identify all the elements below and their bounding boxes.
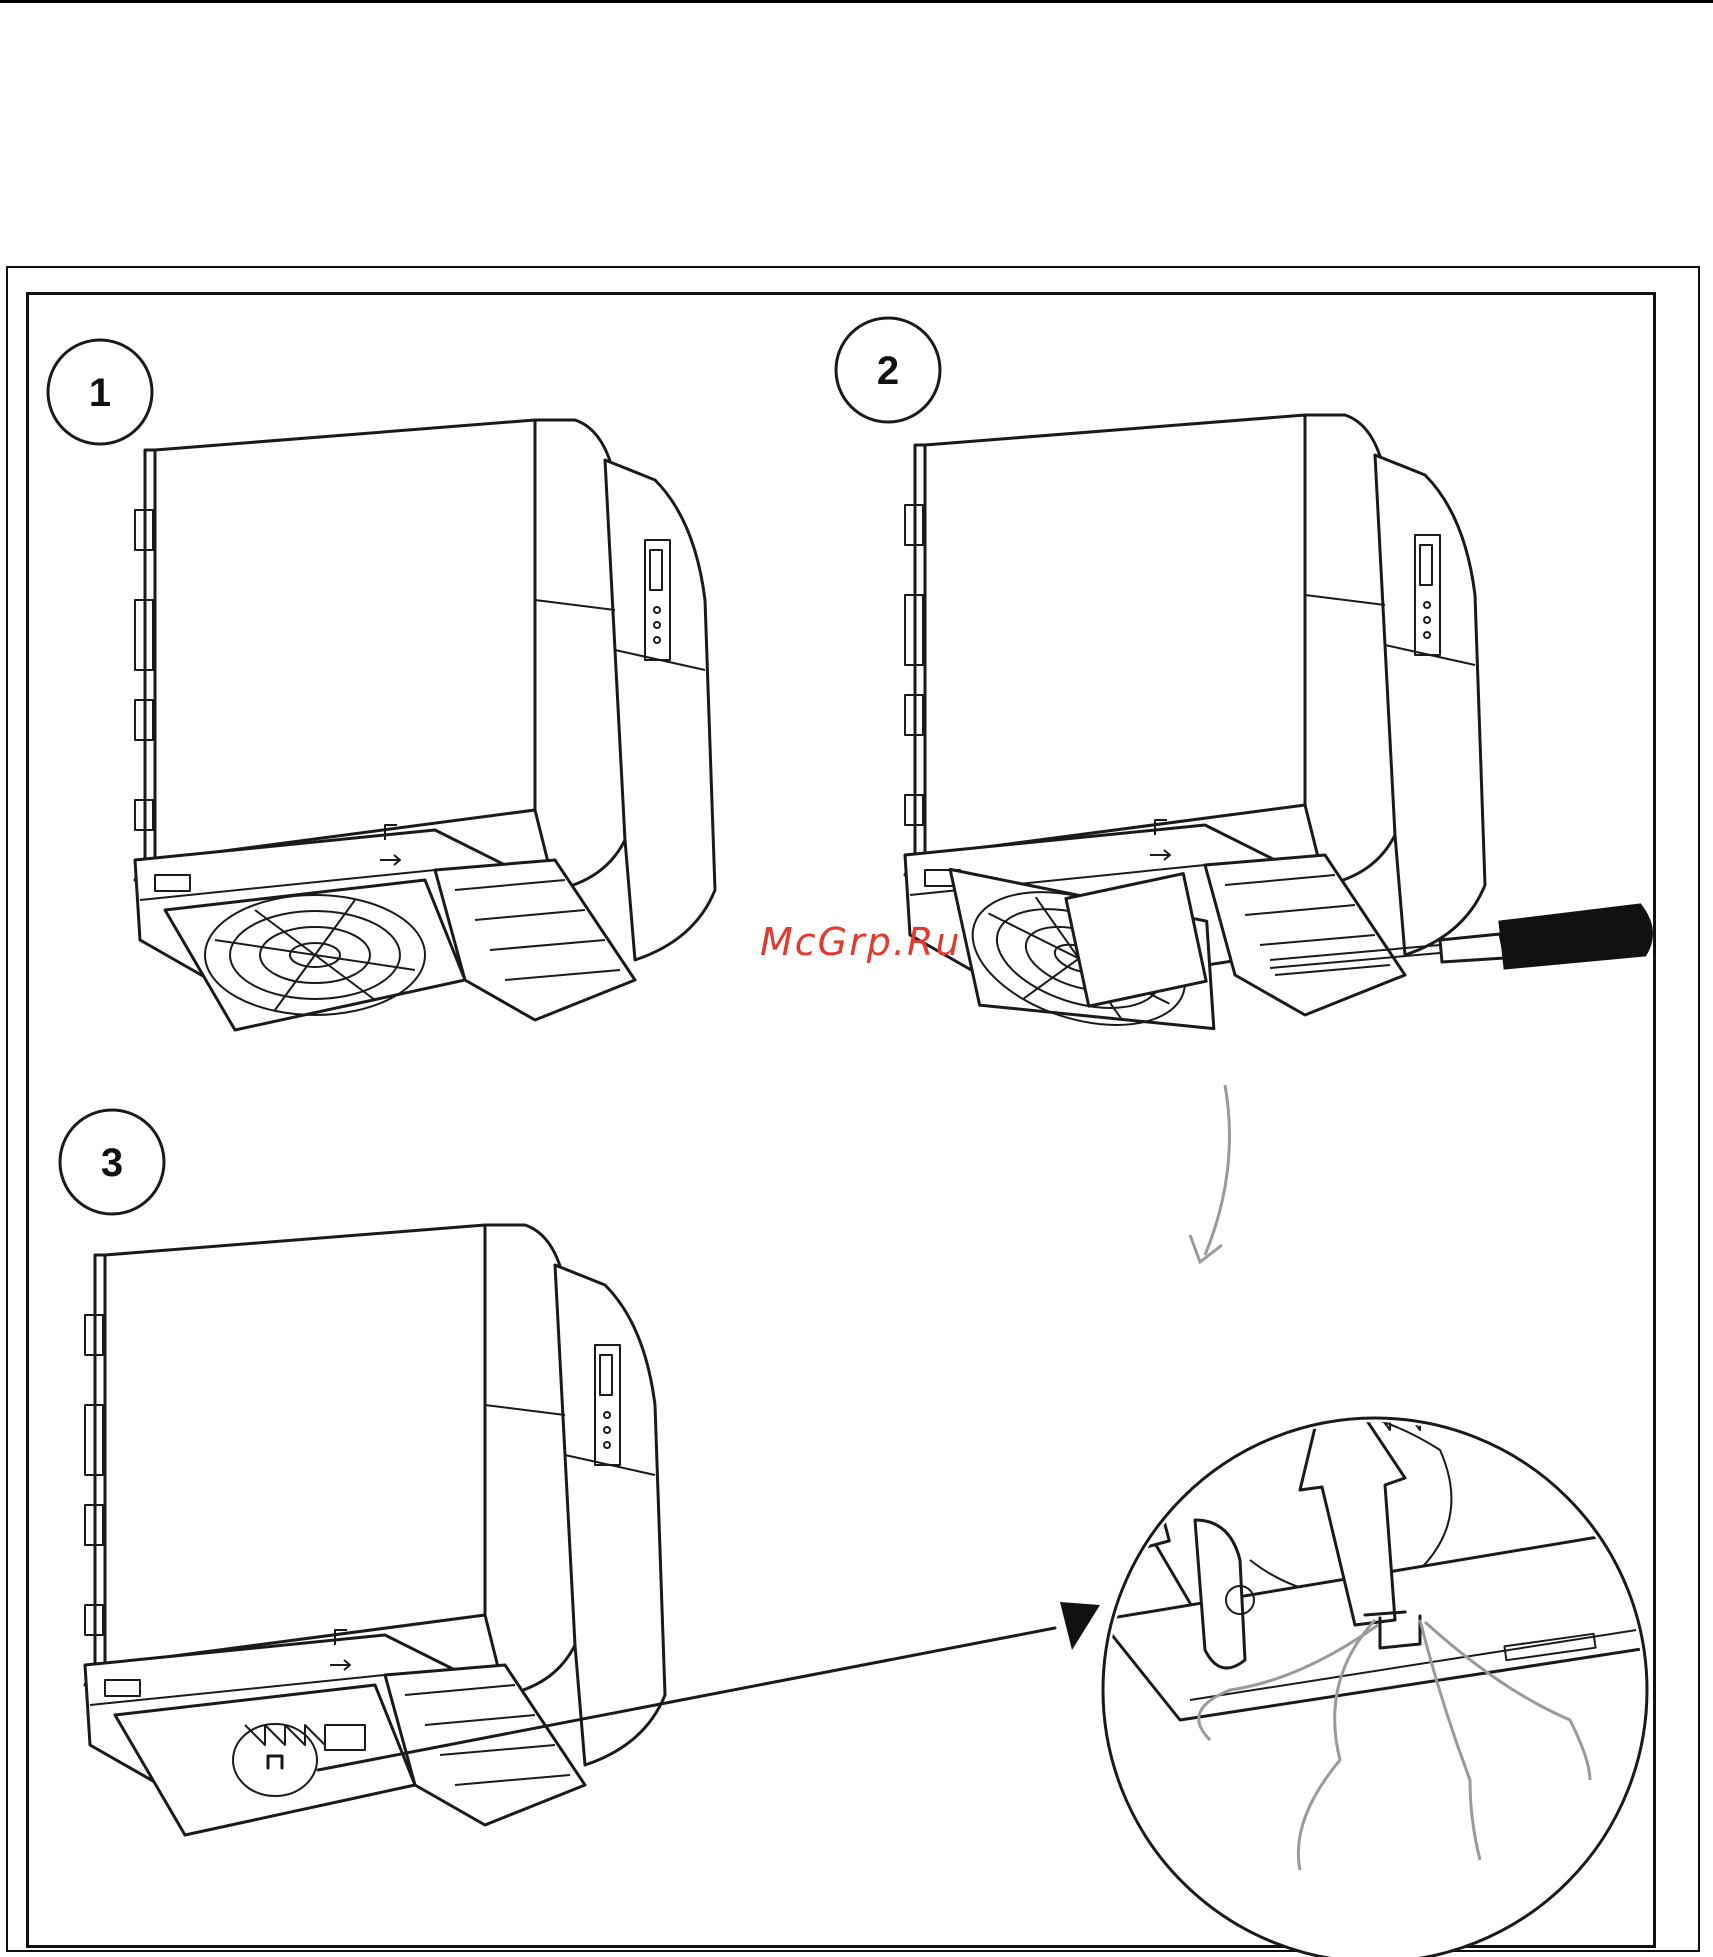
step-3-number: 3 xyxy=(101,1141,123,1185)
step-1-number: 1 xyxy=(89,371,111,415)
watermark-text: McGrp.Ru xyxy=(760,920,961,964)
step-1-illustration: 1 xyxy=(48,340,715,1030)
step-2-number: 2 xyxy=(877,349,899,393)
detail-zoom-illustration xyxy=(1091,1365,1700,1957)
swing-arrow-icon xyxy=(1205,1085,1230,1255)
step-3-illustration: 3 xyxy=(60,1110,1100,1835)
step-2-illustration: 2 xyxy=(836,318,1651,1262)
